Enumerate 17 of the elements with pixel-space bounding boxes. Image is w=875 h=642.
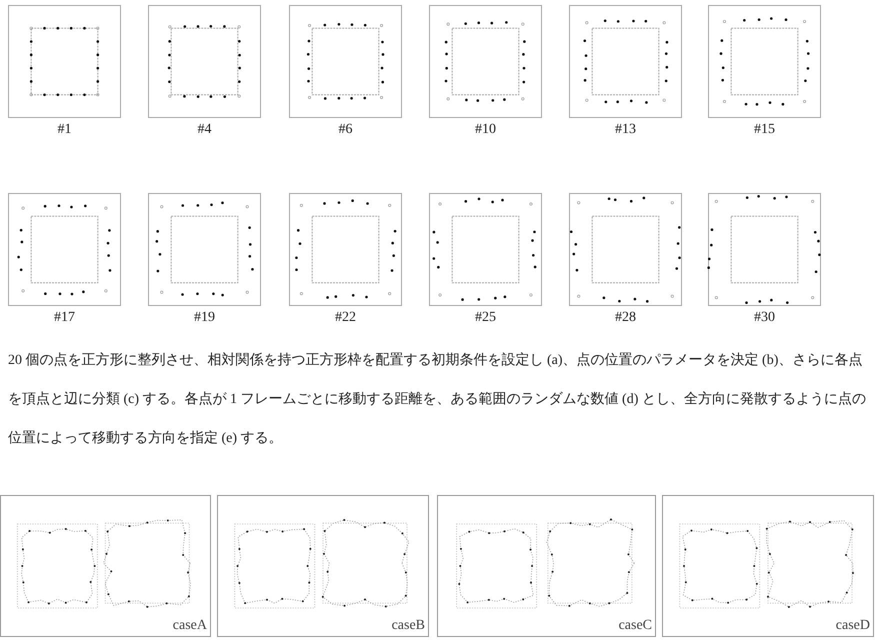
frame-caption: #25 xyxy=(474,310,497,326)
frame-caption: #30 xyxy=(753,310,776,326)
frame-caption: #22 xyxy=(334,310,357,326)
frame-caption: #19 xyxy=(193,310,216,326)
frame-caption: #10 xyxy=(474,122,497,138)
frame-caption: #15 xyxy=(753,122,776,138)
frame-caption: #1 xyxy=(56,122,72,138)
frame-caption: #13 xyxy=(614,122,637,138)
frame-caption: #6 xyxy=(338,122,354,138)
description-paragraph: 20 個の点を正方形に整列させ、相対関係を持つ正方形枠を配置する初期条件を設定し (a)、点の位置のパラメータを決定 (b)、さらに各点を頂点と辺に分類 (c) する。各点が 1 フレームごとに移動する距離を、ある範囲のランダムな数値 (d) とし、全方向に発散するように点の位置によって移動する方向を指定 (e) する。 xyxy=(8,351,867,448)
case-label: caseA xyxy=(172,618,207,634)
frame-caption: #17 xyxy=(53,310,76,326)
case-label: caseD xyxy=(836,618,870,634)
frame-caption: #28 xyxy=(614,310,637,326)
case-label: caseB xyxy=(392,618,425,634)
case-label: caseC xyxy=(618,618,652,634)
frame-caption: #4 xyxy=(196,122,212,138)
